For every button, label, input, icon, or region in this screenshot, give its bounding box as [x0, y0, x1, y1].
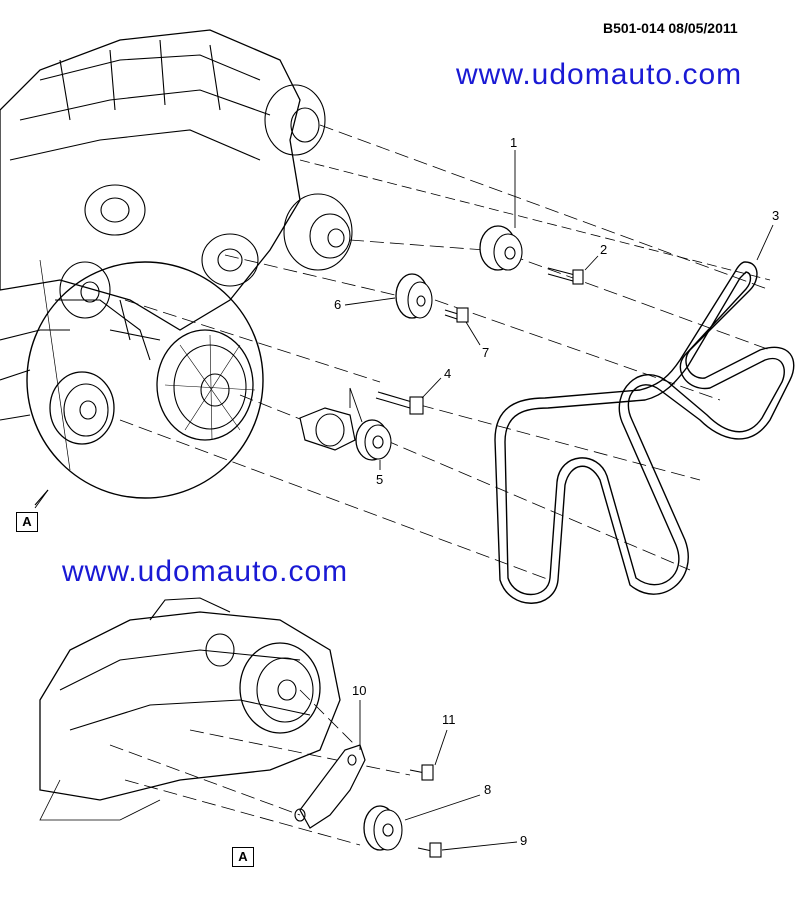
engine-lower: [39, 597, 341, 821]
engine-upper: [0, 29, 353, 421]
document-id: B501-014 08/05/2011: [603, 20, 738, 36]
callout-3: 3: [772, 208, 780, 223]
watermark-middle: www.udomauto.com: [62, 555, 349, 588]
callout-6: 6: [334, 297, 342, 312]
callout-leaders: [34, 150, 774, 851]
part-7-bolt: [444, 307, 469, 323]
callout-4: 4: [444, 366, 452, 381]
callout-2: 2: [600, 242, 608, 257]
part-8-pulley: [363, 805, 403, 851]
callout-1: 1: [510, 135, 518, 150]
callout-11: 11: [442, 712, 456, 727]
part-10-bracket: [294, 744, 366, 829]
view-tag-a-lower: A: [232, 847, 254, 867]
part-11-bolt: [409, 764, 434, 781]
leader-lines-lower: [109, 689, 411, 846]
callout-5: 5: [376, 472, 384, 487]
part-6-idler-pulley: [395, 273, 433, 319]
watermark-top: www.udomauto.com: [456, 58, 743, 91]
part-9-bolt: [417, 842, 442, 858]
part-3-serpentine-belt: [494, 261, 795, 604]
detail-circle-a: [26, 259, 264, 506]
part-1-idler-pulley: [479, 225, 523, 271]
callout-8: 8: [484, 782, 492, 797]
part-4-bolt: [375, 391, 424, 415]
callout-10: 10: [352, 683, 367, 698]
callout-9: 9: [520, 833, 528, 848]
part-2-bolt: [547, 267, 584, 285]
view-tag-a-upper: A: [16, 512, 38, 532]
part-5-tensioner: [299, 407, 392, 461]
callout-7: 7: [482, 345, 490, 360]
